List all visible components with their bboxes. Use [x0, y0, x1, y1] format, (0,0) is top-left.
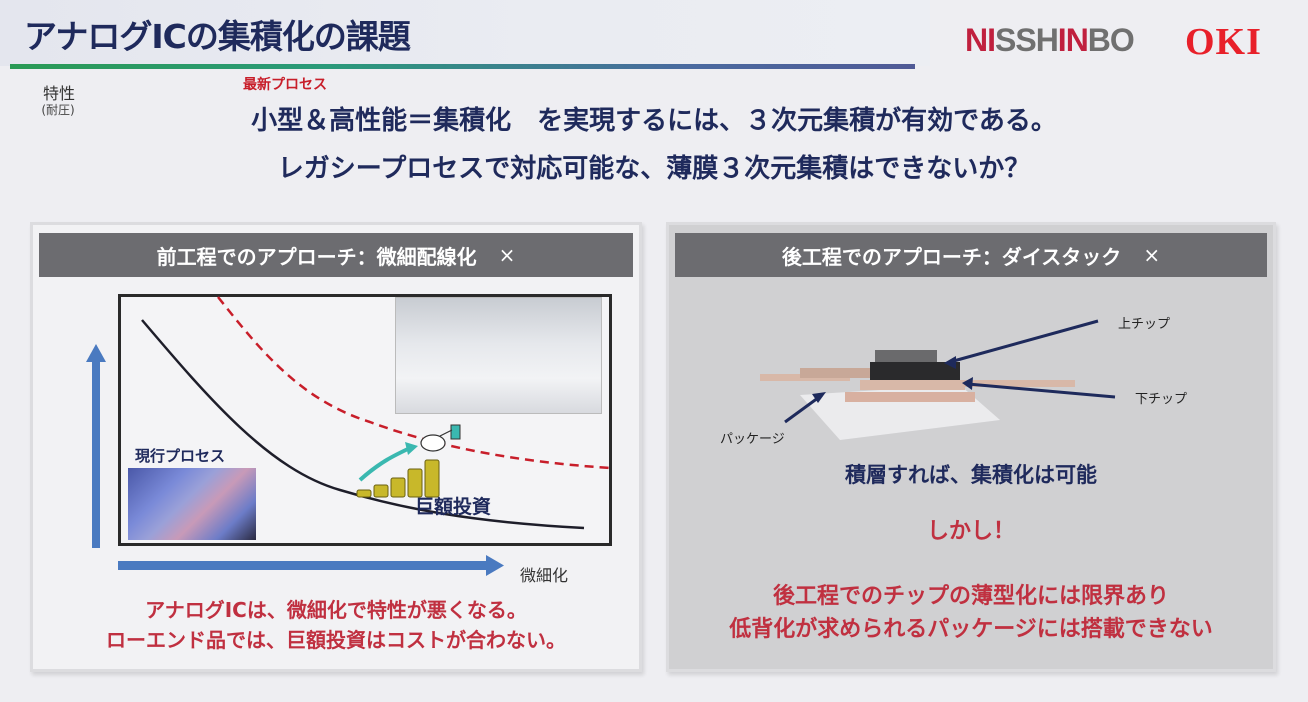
top-chip-label: 上チップ	[1118, 317, 1171, 332]
hand-coin-icon	[420, 424, 461, 452]
x-axis-arrow-icon	[118, 555, 504, 576]
logo-part: N	[1065, 22, 1089, 58]
left-caption-line-2: ローエンド品では、巨額投資はコストが合わない。	[106, 628, 566, 652]
current-process-label: 現行プロセス	[135, 447, 226, 465]
coin-stack-icon	[356, 459, 440, 498]
oki-logo: OKI	[1185, 21, 1262, 63]
stacking-possible-text: 積層すれば、集積化は可能	[845, 463, 1097, 487]
growth-arrow-icon	[358, 446, 411, 482]
y-axis-sublabel: (耐圧)	[41, 103, 75, 117]
low-profile-limit-text: 低背化が求められるパッケージには搭載できない	[729, 617, 1213, 642]
right-panel-header: 後工程でのアプローチ：ダイスタック ×	[675, 233, 1267, 277]
slide-title: アナログICの集積化の課題	[24, 17, 411, 56]
cross-mark-icon: ×	[498, 243, 516, 267]
panel-header-title: 前工程でのアプローチ：微細配線化	[156, 244, 477, 269]
logo-part: BO	[1087, 22, 1135, 58]
however-text: しかし！	[926, 519, 1015, 544]
latest-process-curve	[217, 296, 611, 470]
x-axis-label: 微細化	[520, 566, 569, 585]
investment-label: 巨額投資	[415, 496, 492, 518]
title-band	[0, 0, 930, 66]
thinning-limit-text: 後工程でのチップの薄型化には限界あり	[772, 584, 1169, 609]
panel-header: 前工程でのアプローチ：微細配線化 ×	[39, 233, 633, 277]
wafer-photo	[128, 468, 256, 540]
logo-part: I	[1057, 22, 1067, 58]
panel-header-title: 後工程でのアプローチ：ダイスタック	[781, 244, 1122, 269]
left-caption-line-1: アナログICは、微細化で特性が悪くなる。	[145, 598, 527, 622]
package-label: パッケージ	[720, 432, 785, 447]
bottom-chip-label: 下チップ	[1135, 392, 1188, 407]
cleanroom-photo	[395, 297, 602, 414]
latest-process-label: 最新プロセス	[243, 77, 327, 93]
current-process-curve	[141, 319, 585, 530]
logo-part: SSH	[995, 22, 1059, 58]
title-underline	[10, 64, 915, 69]
cross-mark-icon: ×	[1143, 243, 1161, 267]
lead-line-1: 小型＆高性能＝集積化 を実現するには、３次元集積が有効である。	[251, 106, 1057, 136]
y-axis-label: 特性	[42, 84, 75, 103]
logo-part: I	[987, 22, 996, 58]
nisshinbo-logo: NISSHINBO	[965, 22, 1135, 59]
lead-line-2: レガシープロセスで対応可能な、薄膜３次元集積はできないか？	[277, 154, 1031, 184]
y-axis-arrow-icon	[86, 344, 106, 548]
die-stack-diagram	[760, 350, 1075, 440]
logo-part: N	[965, 22, 988, 58]
